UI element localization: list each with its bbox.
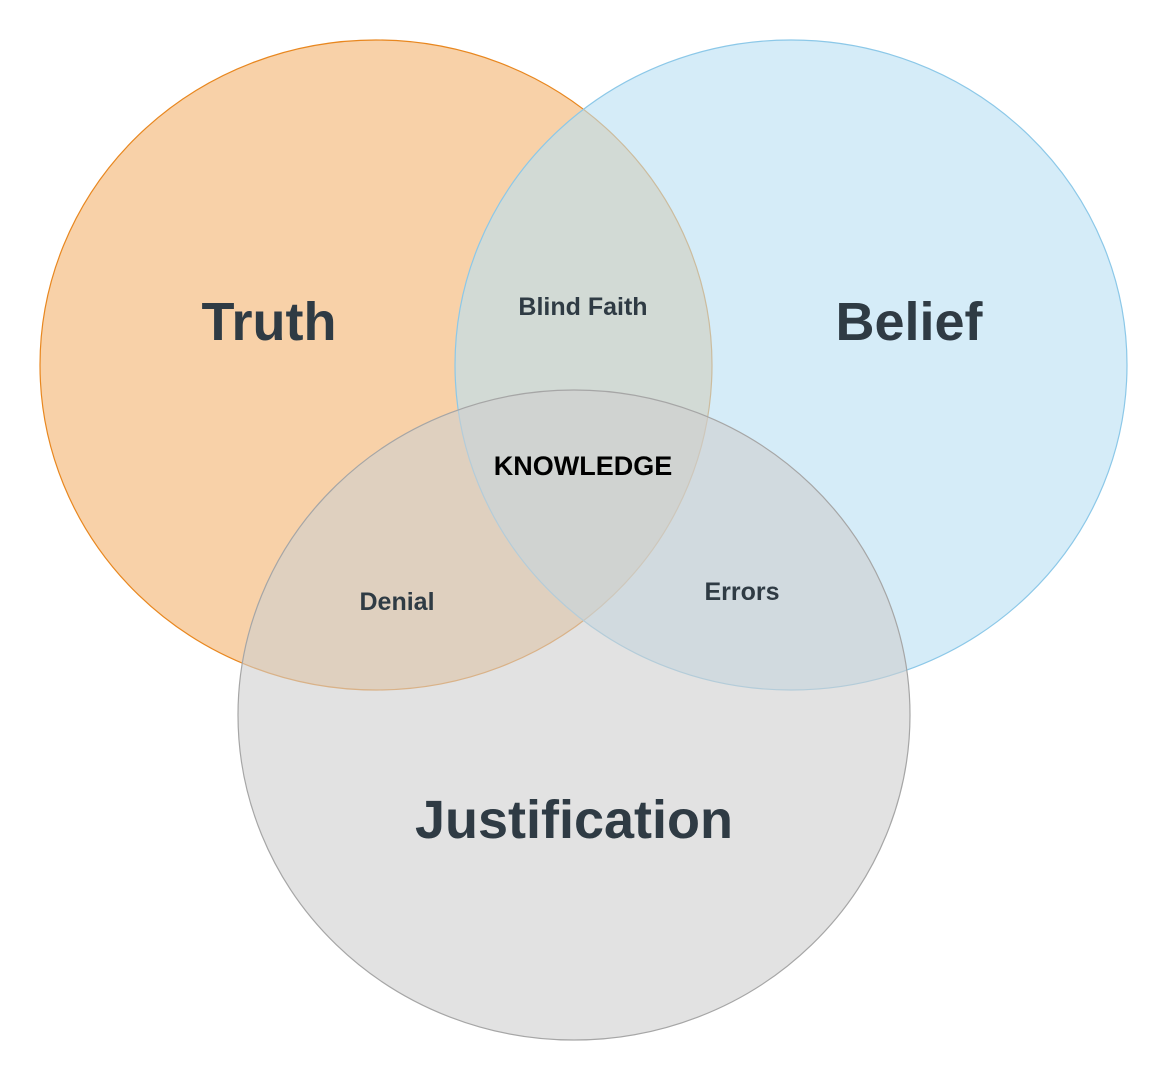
denial-label: Denial [359,588,434,616]
truth-label: Truth [202,292,337,352]
justification-label: Justification [415,790,733,850]
blind-faith-label: Blind Faith [518,293,647,321]
justification-circle [237,389,911,1041]
knowledge-label: KNOWLEDGE [494,451,673,481]
errors-label: Errors [704,578,779,606]
belief-label: Belief [835,292,983,352]
